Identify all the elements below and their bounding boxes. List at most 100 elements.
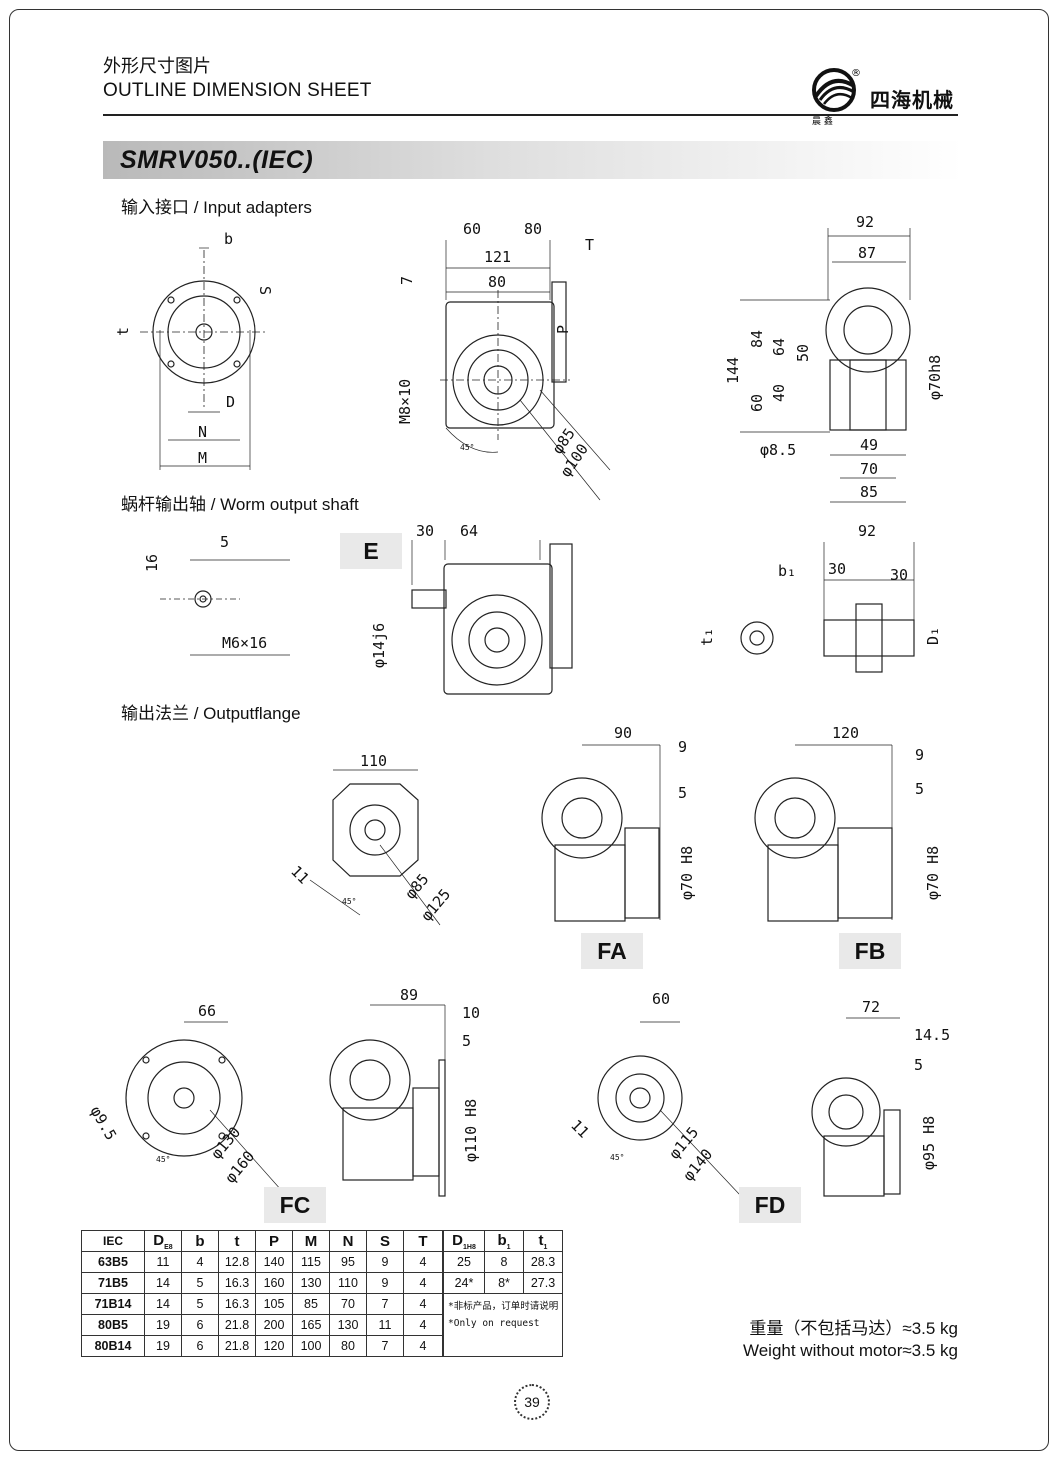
weight-en: Weight without motor≈3.5 kg bbox=[742, 1341, 958, 1360]
dim-fd-14-5: 14.5 bbox=[914, 1026, 950, 1044]
cell: 200 bbox=[255, 1314, 293, 1336]
dim-fc-110h8: φ110 H8 bbox=[462, 1099, 480, 1162]
cell: 105 bbox=[255, 1293, 293, 1315]
cell: 100 bbox=[292, 1335, 330, 1357]
note-cn: *非标产品，订单时请说明 bbox=[448, 1301, 559, 1312]
dim-144: 144 bbox=[724, 357, 742, 384]
cell: 16.3 bbox=[218, 1272, 256, 1294]
dim-fb-70h8: φ70 H8 bbox=[924, 846, 942, 900]
cell: 130 bbox=[329, 1314, 367, 1336]
dim-e-64: 64 bbox=[460, 522, 478, 540]
cell: 11 bbox=[144, 1251, 182, 1273]
cell: 28.3 bbox=[523, 1251, 563, 1273]
header-title-cn: 外形尺寸图片 bbox=[103, 56, 211, 76]
cell: 6 bbox=[181, 1314, 219, 1336]
dim-60-side: 60 bbox=[748, 394, 766, 412]
table-header-row: IEC DE8 b t P M N S T D1H8 b1 t1 bbox=[81, 1230, 563, 1252]
cell: 130 bbox=[292, 1272, 330, 1294]
cell: 8 bbox=[484, 1251, 524, 1273]
th-b1: b1 bbox=[484, 1230, 524, 1252]
dim-fd-5: 5 bbox=[914, 1056, 923, 1074]
cell: 16.3 bbox=[218, 1293, 256, 1315]
cell: 80B5 bbox=[81, 1314, 145, 1336]
th-d: DE8 bbox=[144, 1230, 182, 1252]
output-flange-square-view bbox=[309, 769, 441, 926]
dim-84: 84 bbox=[748, 330, 766, 348]
cell: 120 bbox=[255, 1335, 293, 1357]
dim-m: M bbox=[198, 449, 207, 467]
dim-fc-89: 89 bbox=[400, 986, 418, 1004]
label-fb: FB bbox=[839, 933, 901, 969]
section-output-flange: 输出法兰 / Outputflange bbox=[121, 704, 301, 723]
cell: 4 bbox=[403, 1314, 444, 1336]
cell: 70 bbox=[329, 1293, 367, 1315]
dim-70: 70 bbox=[860, 460, 878, 478]
weight-info: 重量（不包括马达）≈3.5 kg Weight without motor≈3.… bbox=[743, 1318, 958, 1362]
cell: 95 bbox=[329, 1251, 367, 1273]
cell: 24* bbox=[442, 1272, 485, 1294]
page-frame bbox=[9, 9, 1049, 1451]
dim-92: 92 bbox=[856, 213, 874, 231]
dim-5: 5 bbox=[220, 533, 229, 551]
cell: 71B5 bbox=[81, 1272, 145, 1294]
table-row: 80B14 19 6 21.8 120 100 80 7 4 bbox=[81, 1335, 563, 1357]
dim-dia14j6: φ14j6 bbox=[370, 623, 388, 668]
dimension-labels: b S t D N M 60 80 121 80 T 7 P M8×10 φ85… bbox=[87, 213, 951, 1187]
dim-fb-9: 9 bbox=[915, 746, 924, 764]
cell: 4 bbox=[403, 1335, 444, 1357]
fd-side-view bbox=[811, 1017, 901, 1197]
dim-fc-5: 5 bbox=[462, 1032, 471, 1050]
dim-fc-45deg: 45° bbox=[156, 1155, 170, 1164]
cell: 9 bbox=[366, 1251, 404, 1273]
spec-table: IEC DE8 b t P M N S T D1H8 b1 t1 63B5 11… bbox=[81, 1230, 563, 1357]
cell: 115 bbox=[292, 1251, 330, 1273]
section-input-adapters: 输入接口 / Input adapters bbox=[121, 198, 312, 217]
dim-60: 60 bbox=[463, 220, 481, 238]
dim-d1: D₁ bbox=[924, 627, 942, 645]
gearbox-e-view bbox=[411, 540, 573, 695]
fb-view bbox=[754, 744, 893, 922]
th-s: S bbox=[366, 1230, 404, 1252]
fa-view bbox=[541, 744, 661, 922]
dim-45deg-out: 45° bbox=[342, 897, 356, 906]
table-row: 71B14 14 5 16.3 105 85 70 7 4 *非标产品，订单时请… bbox=[81, 1293, 563, 1357]
cell: 27.3 bbox=[523, 1272, 563, 1294]
th-t: t bbox=[218, 1230, 256, 1252]
dim-11: 11 bbox=[287, 862, 313, 888]
label-fc: FC bbox=[264, 1187, 326, 1223]
worm-shaft-view bbox=[160, 559, 290, 656]
dim-fd-11: 11 bbox=[567, 1116, 593, 1142]
th-t-upper: T bbox=[403, 1230, 444, 1252]
th-p: P bbox=[255, 1230, 293, 1252]
cell: 25 bbox=[442, 1251, 485, 1273]
cell: 14 bbox=[144, 1272, 182, 1294]
cell: 80B14 bbox=[81, 1335, 145, 1357]
dim-87: 87 bbox=[858, 244, 876, 262]
dim-m8x10: M8×10 bbox=[396, 379, 414, 424]
dim-p: P bbox=[554, 325, 572, 334]
model-title: SMRV050..(IEC) bbox=[120, 146, 314, 174]
label-e: E bbox=[340, 533, 402, 569]
cell: 9 bbox=[366, 1272, 404, 1294]
dim-hollow-30a: 30 bbox=[828, 560, 846, 578]
brand-name: 四海机械 bbox=[870, 90, 954, 112]
input-flange-view bbox=[140, 247, 268, 470]
cell: 140 bbox=[255, 1251, 293, 1273]
dim-16: 16 bbox=[143, 554, 161, 572]
th-t1: t1 bbox=[523, 1230, 563, 1252]
cell: 4 bbox=[181, 1251, 219, 1273]
header-rule bbox=[103, 114, 958, 116]
dim-m6x16: M6×16 bbox=[222, 634, 267, 652]
cell: 19 bbox=[144, 1335, 182, 1357]
dim-fd-72: 72 bbox=[862, 998, 880, 1016]
fd-flange-view bbox=[597, 1021, 741, 1196]
table-row: 63B5 11 4 12.8 140 115 95 9 4 25 8 28.3 bbox=[81, 1251, 563, 1273]
cell: 71B14 bbox=[81, 1293, 145, 1315]
dim-t: t bbox=[114, 327, 132, 336]
cell: 11 bbox=[366, 1314, 404, 1336]
cell: 21.8 bbox=[218, 1335, 256, 1357]
dim-40: 40 bbox=[770, 384, 788, 402]
note-en: *Only on request bbox=[448, 1318, 540, 1329]
